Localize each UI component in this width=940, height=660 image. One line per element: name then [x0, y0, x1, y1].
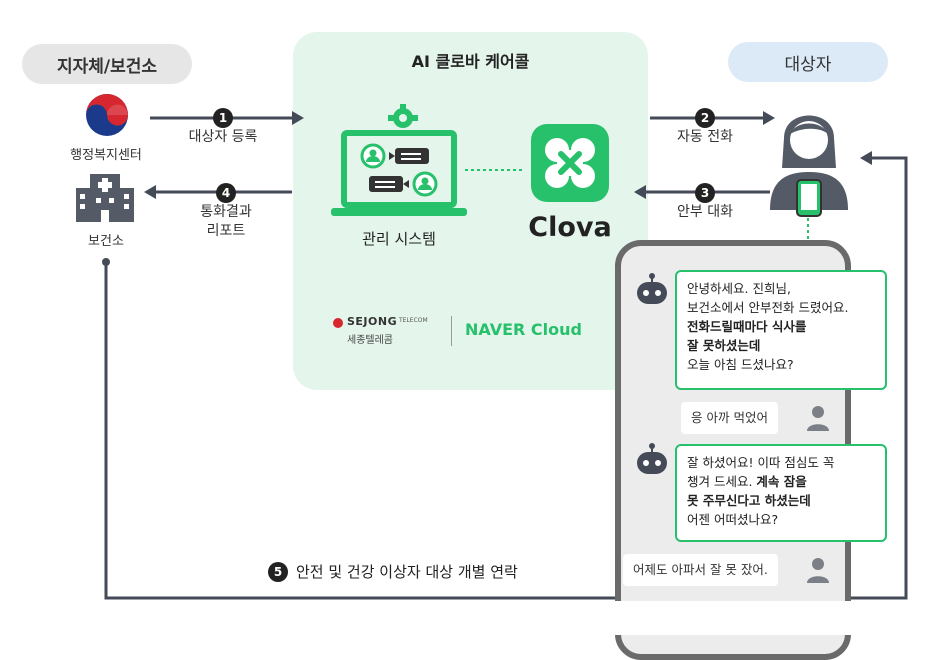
welfare-center-label: 행정복지센터	[70, 148, 142, 163]
clova-logo-icon	[531, 124, 609, 202]
step-4-text-1: 통화결과	[200, 204, 252, 220]
step-2-number: 2	[695, 108, 715, 128]
step-1: 1 대상자 등록	[178, 108, 268, 147]
bot1-line1: 안녕하세요. 진희님,	[687, 281, 791, 296]
bot1-line2: 보건소에서 안부전화 드렸어요.	[687, 300, 849, 315]
chatbot-icon	[637, 443, 667, 474]
bottom-mask	[612, 601, 862, 635]
step-5-number: 5	[268, 561, 288, 582]
hospital-building-icon	[76, 174, 134, 222]
step-4: 4 통화결과 리포트	[186, 183, 266, 241]
bot-message-2: 잘 하셨어요! 이따 점심도 꼭 챙겨 드세요. 계속 잠을 못 주무신다고 하…	[675, 444, 887, 542]
sejong-logo: SEJONG TELECOM 세종텔레콤	[333, 315, 453, 349]
step-3-number: 3	[695, 183, 715, 203]
bot1-line5: 오늘 아침 드셨나요?	[687, 357, 794, 372]
phone-chat-frame: 안녕하세요. 진희님, 보건소에서 안부전화 드렸어요. 전화드릴때마다 식사를…	[615, 240, 887, 660]
bot2-line2a: 챙겨 드세요.	[687, 474, 757, 489]
recipient-person-icon	[770, 115, 848, 217]
user-avatar-icon	[807, 406, 829, 431]
step-5-text: 안전 및 건강 이상자 대상 개별 연락	[296, 563, 518, 581]
health-center-label: 보건소	[88, 234, 124, 249]
step-5: 5 안전 및 건강 이상자 대상 개별 연락	[268, 561, 518, 582]
care-call-panel: AI 클로바 케어콜	[293, 32, 648, 390]
user-message-2: 어제도 아파서 잘 못 잤어.	[623, 554, 778, 586]
clova-label: Clova	[528, 212, 612, 243]
sejong-mark-icon	[333, 318, 343, 328]
logo-divider	[451, 316, 452, 346]
sejong-sub: TELECOM	[399, 317, 428, 324]
bot1-line4: 잘 못하셨는데	[687, 338, 761, 353]
step-1-text: 대상자 등록	[188, 129, 258, 145]
bot-message-1: 안녕하세요. 진희님, 보건소에서 안부전화 드렸어요. 전화드릴때마다 식사를…	[675, 270, 887, 390]
user-avatar-icon	[807, 558, 829, 583]
bot2-line1: 잘 하셨어요! 이따 점심도 꼭	[687, 455, 835, 470]
korea-government-emblem-icon	[86, 94, 128, 136]
bot1-line3: 전화드릴때마다 식사를	[687, 319, 807, 334]
step-3-text: 안부 대화	[677, 204, 733, 220]
bot2-line4: 어젠 어떠셨나요?	[687, 512, 779, 527]
local-gov-header: 지자체/보건소	[22, 44, 192, 84]
naver-cloud-logo: NAVER Cloud	[465, 320, 582, 339]
system-label: 관리 시스템	[362, 230, 436, 248]
step-4-text-2: 리포트	[206, 223, 246, 239]
step-2: 2 자동 전화	[665, 108, 745, 147]
recipient-header: 대상자	[728, 42, 888, 82]
user-message-1: 응 아까 먹었어	[681, 402, 778, 434]
bot2-line2b: 계속 잠을	[756, 474, 807, 489]
panel-title: AI 클로바 케어콜	[411, 52, 530, 71]
step-2-text: 자동 전화	[677, 129, 733, 145]
step-1-number: 1	[213, 108, 233, 128]
chatbot-icon	[637, 273, 667, 304]
sejong-kr: 세종텔레콤	[347, 335, 393, 346]
management-system-icon	[331, 104, 467, 216]
bot2-line3: 못 주무신다고 하셨는데	[687, 493, 811, 508]
step-3: 3 안부 대화	[665, 183, 745, 222]
system-clova-connector	[465, 169, 525, 171]
step-4-number: 4	[216, 183, 236, 203]
sejong-main: SEJONG	[347, 315, 398, 328]
